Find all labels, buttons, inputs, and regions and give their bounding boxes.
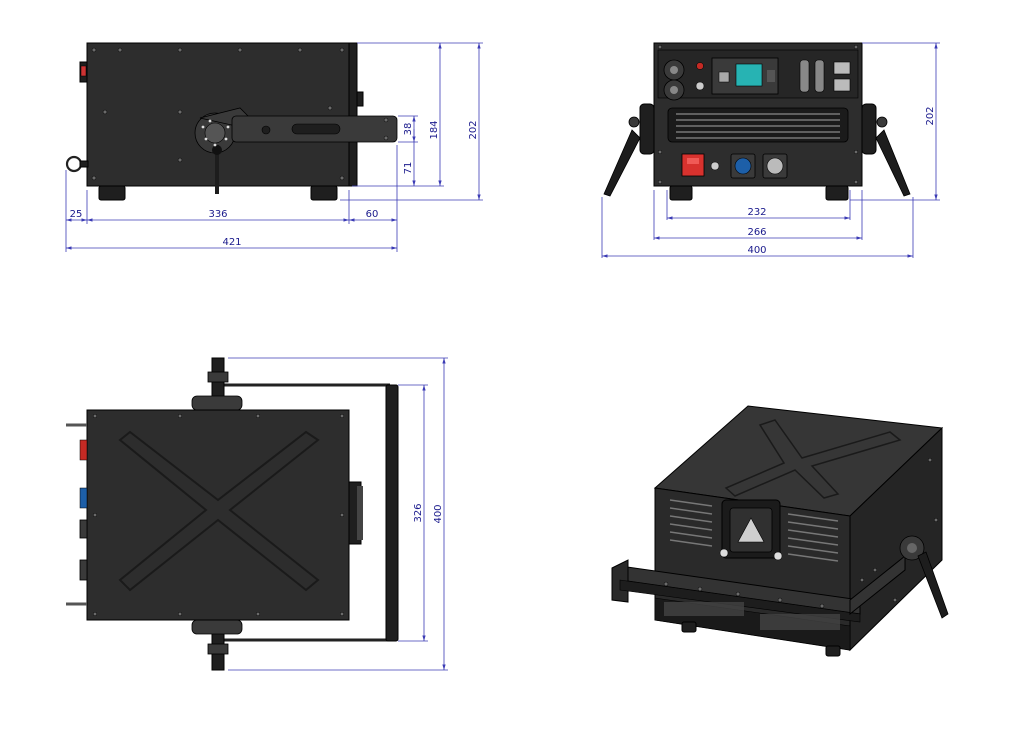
front-foot-left bbox=[669, 185, 693, 201]
front-mount-right bbox=[861, 103, 877, 155]
front-view: 232 266 400 202 bbox=[601, 42, 940, 258]
status-led-icon bbox=[696, 62, 704, 70]
side-bracket-slot bbox=[291, 123, 341, 135]
iso-x-emboss bbox=[724, 419, 902, 499]
side-extension-lines bbox=[65, 42, 483, 252]
fuse-holder-icon bbox=[710, 161, 720, 171]
top-x-emboss bbox=[118, 430, 320, 592]
side-foot-right bbox=[310, 185, 338, 201]
dim-side-38: 38 bbox=[403, 123, 414, 136]
dim-front-266: 266 bbox=[747, 227, 766, 238]
power-in-connector-icon bbox=[734, 157, 752, 175]
front-mount-left bbox=[639, 103, 655, 155]
top-power-connector bbox=[79, 487, 88, 509]
iso-handle bbox=[917, 551, 949, 619]
side-foot-left bbox=[98, 185, 126, 201]
db-connector-1-icon bbox=[799, 59, 810, 93]
isometric-view bbox=[611, 405, 949, 657]
dim-side-336: 336 bbox=[208, 209, 227, 220]
dim-side-71: 71 bbox=[403, 162, 414, 175]
dim-side-25: 25 bbox=[70, 209, 83, 220]
rj45-port-icon bbox=[718, 71, 730, 83]
front-foot-right bbox=[825, 185, 849, 201]
side-back-strip bbox=[348, 42, 358, 187]
power-out-connector-icon bbox=[766, 157, 784, 175]
warning-triangle-icon bbox=[737, 517, 765, 543]
dim-top-326: 326 bbox=[413, 503, 424, 522]
side-view: 25 336 60 421 38 71 184 202 bbox=[65, 42, 483, 252]
dim-side-184: 184 bbox=[429, 120, 440, 139]
front-handle-left bbox=[603, 129, 641, 197]
display-screen bbox=[735, 63, 763, 87]
dim-front-202: 202 bbox=[925, 106, 936, 125]
network-port-2-icon bbox=[833, 78, 851, 92]
front-vent-grille bbox=[667, 107, 849, 143]
key-switch-icon bbox=[695, 81, 705, 91]
dim-side-202: 202 bbox=[468, 120, 479, 139]
dim-front-400: 400 bbox=[747, 245, 766, 256]
dim-front-232: 232 bbox=[747, 207, 766, 218]
top-power-switch bbox=[79, 439, 88, 461]
dim-side-421: 421 bbox=[222, 237, 241, 248]
top-bracket-bar bbox=[385, 384, 399, 642]
side-red-indicator bbox=[80, 65, 87, 77]
network-port-1-icon bbox=[833, 61, 851, 75]
side-screws bbox=[91, 47, 345, 181]
eye-bolt-icon bbox=[65, 155, 83, 173]
dim-side-60: 60 bbox=[366, 209, 379, 220]
dim-top-400: 400 bbox=[433, 504, 444, 523]
db-connector-2-icon bbox=[814, 59, 825, 93]
top-housing bbox=[86, 409, 350, 621]
front-handle-right bbox=[875, 129, 911, 197]
top-view: 326 400 bbox=[66, 357, 448, 671]
power-switch-icon bbox=[681, 153, 705, 177]
